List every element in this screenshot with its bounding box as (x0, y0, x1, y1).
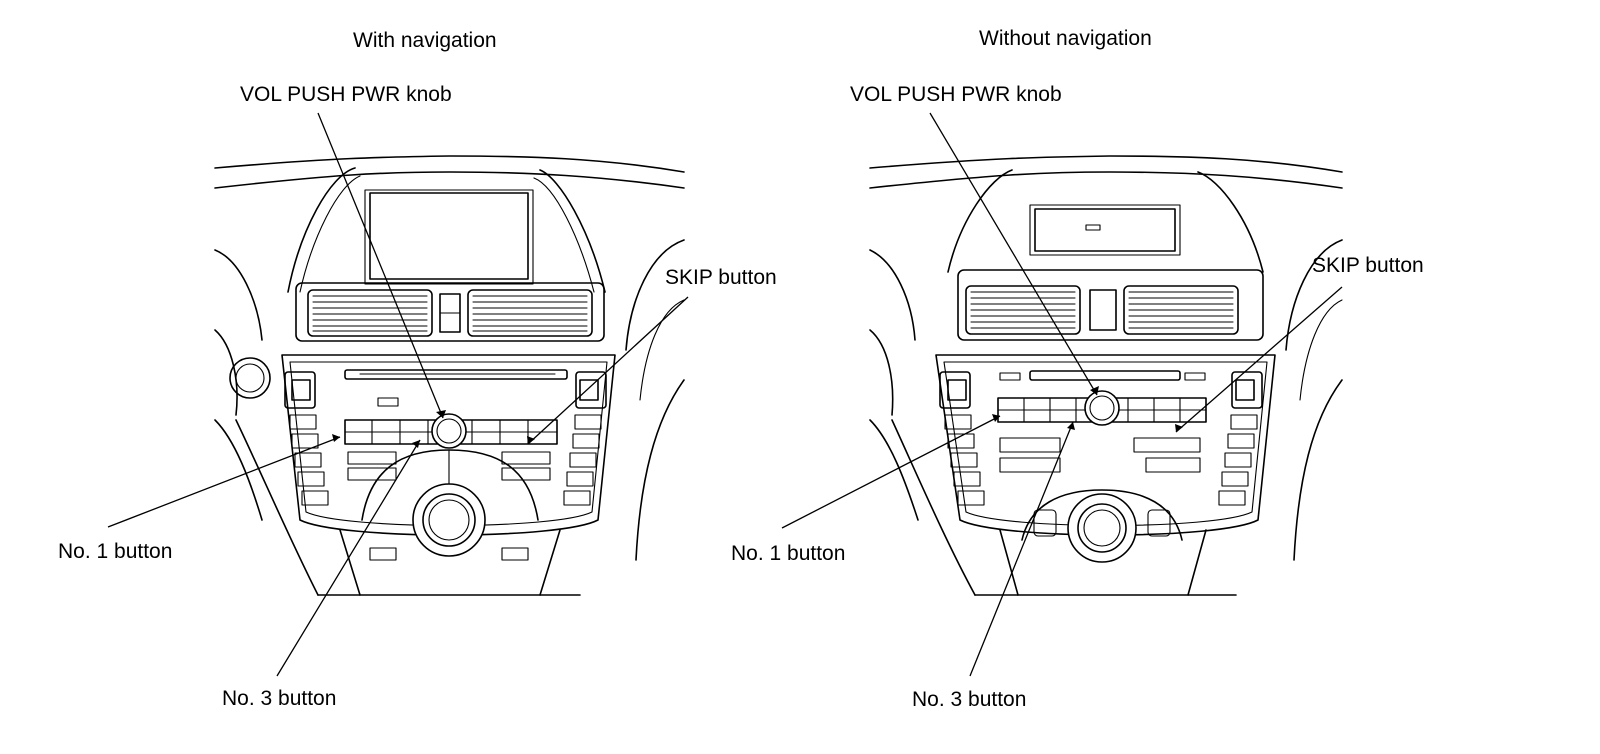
right-callout-no3-button: No. 3 button (912, 688, 1027, 711)
leader-left-vol (317, 112, 444, 419)
right-dashboard (869, 155, 1343, 596)
leader-right-vol (929, 112, 1098, 396)
left-callout-vol-knob: VOL PUSH PWR knob (240, 83, 452, 106)
leader-right-skip (1175, 286, 1343, 433)
right-callout-vol-knob: VOL PUSH PWR knob (850, 83, 1062, 106)
right-callout-skip-button: SKIP button (1312, 254, 1424, 277)
leader-right-no3 (969, 421, 1074, 677)
leader-left-no1 (107, 436, 341, 528)
leader-right-no1 (781, 415, 1001, 529)
left-callout-no1-button: No. 1 button (58, 540, 173, 563)
left-panel-title: With navigation (353, 29, 497, 52)
right-panel-title: Without navigation (979, 27, 1152, 50)
leader-left-no3 (276, 439, 421, 677)
left-callout-skip-button: SKIP button (665, 266, 777, 289)
left-dashboard (214, 155, 685, 596)
right-callout-no1-button: No. 1 button (731, 542, 846, 565)
left-callout-no3-button: No. 3 button (222, 687, 337, 710)
leader-left-skip (527, 296, 689, 445)
